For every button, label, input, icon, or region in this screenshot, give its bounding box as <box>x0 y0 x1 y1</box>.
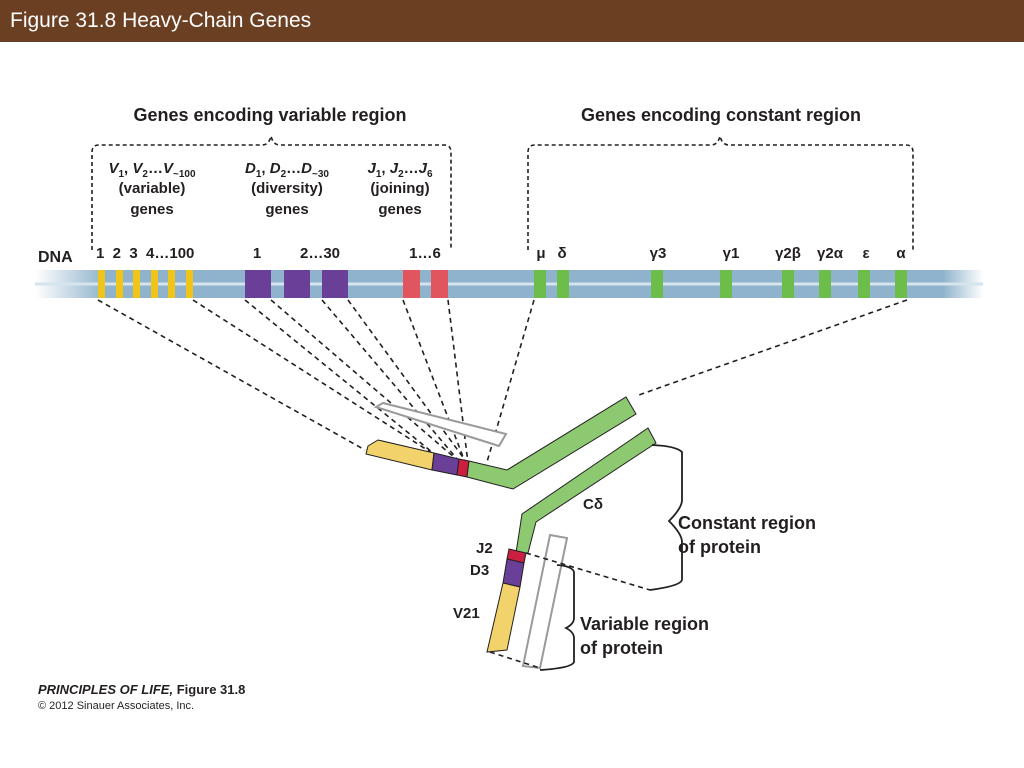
heavy-chain-upper <box>365 396 637 490</box>
c-delta-label: Cδ <box>583 496 603 513</box>
c-gene-label-gamma3: γ3 <box>650 245 667 262</box>
d-domain-lower <box>502 558 525 588</box>
j-genes-label-line2: (joining) <box>370 180 429 197</box>
c-gene-label-mu: μ <box>536 245 545 262</box>
v-gene-segment <box>151 270 158 298</box>
book-figure-number: Figure 31.8 <box>176 682 246 697</box>
j-genes-label-line1: J1, J2…J6 <box>367 160 433 180</box>
d3-label: D3 <box>470 562 489 579</box>
variable-brace <box>91 135 452 250</box>
copyright: © 2012 Sinauer Associates, Inc. <box>38 700 195 712</box>
c-gene-segments <box>534 270 907 298</box>
v-genes-label-line3: genes <box>130 201 173 218</box>
c-gene-segment-mu <box>534 270 546 298</box>
heavy-chain-lower <box>486 427 657 670</box>
c-gene-label-gamma2a: γ2α <box>817 245 844 262</box>
c-gene-segment-gamma3 <box>651 270 663 298</box>
c-gene-label-gamma2b: γ2β <box>775 245 801 262</box>
v-gene-segment <box>168 270 175 298</box>
c-gene-label-epsilon: ε <box>862 245 869 262</box>
figure-title: Figure 31.8 Heavy-Chain Genes <box>10 9 312 32</box>
c-gene-label-alpha: α <box>896 245 906 262</box>
j-gene-numbers: 1…6 <box>409 245 441 262</box>
constant-region-label-line2: of protein <box>678 537 761 557</box>
v-gene-numbers: 1 2 3 4…100 <box>96 245 194 262</box>
d-genes-label-line1: D1, D2…D~30 <box>245 160 329 180</box>
dna-label: DNA <box>38 249 73 266</box>
constant-region-heading: Genes encoding constant region <box>581 105 861 125</box>
v-genes-label-line2: (variable) <box>119 180 186 197</box>
c-gene-segment-gamma2b <box>782 270 794 298</box>
c-gene-segment-gamma1 <box>720 270 732 298</box>
light-chain-outline-lower <box>521 533 569 670</box>
d-genes-label-line2: (diversity) <box>251 180 323 197</box>
c-gene-label-gamma1: γ1 <box>723 245 740 262</box>
variable-region-label-line2: of protein <box>580 638 663 658</box>
d-gene-numbers-2-30: 2…30 <box>300 245 340 262</box>
variable-domain-lower <box>486 582 521 653</box>
c-gene-segment-alpha <box>895 270 907 298</box>
constant-domain-lower <box>515 427 657 554</box>
v-gene-segment <box>98 270 105 298</box>
v-gene-segment <box>133 270 140 298</box>
j-gene-segment <box>403 270 420 298</box>
v-gene-segment <box>186 270 193 298</box>
constant-region-label-line1: Constant region <box>678 513 816 533</box>
constant-region-bracket <box>649 444 683 591</box>
v-gene-segment <box>116 270 123 298</box>
constant-domain-upper <box>466 396 637 490</box>
c-gene-segment-delta <box>557 270 569 298</box>
c-gene-label-delta: δ <box>557 245 566 262</box>
c-gene-segment-epsilon <box>858 270 870 298</box>
light-chain-outline-upper <box>373 401 508 448</box>
j-gene-segment <box>431 270 448 298</box>
variable-region-heading: Genes encoding variable region <box>133 105 406 125</box>
title-bar: Figure 31.8 Heavy-Chain Genes <box>0 0 1024 42</box>
d-gene-segment <box>284 270 310 298</box>
v21-label: V21 <box>453 605 480 622</box>
projection-lines <box>97 299 908 464</box>
constant-region-dashed <box>525 552 651 591</box>
d-gene-number-1: 1 <box>253 245 261 262</box>
constant-brace <box>527 135 914 250</box>
book-credit: PRINCIPLES OF LIFE, Figure 31.8 <box>38 682 245 697</box>
variable-region-label-line1: Variable region <box>580 614 709 634</box>
d-genes-label-line3: genes <box>265 201 308 218</box>
v-gene-segments <box>98 270 193 298</box>
j-genes-label-line3: genes <box>378 201 421 218</box>
d-gene-segments <box>245 270 348 298</box>
j-gene-segments <box>403 270 448 298</box>
variable-region-bracket <box>539 564 575 671</box>
j2-label: J2 <box>476 540 493 557</box>
v-genes-label-line1: V1, V2…V~100 <box>108 160 195 180</box>
c-gene-segment-gamma2a <box>819 270 831 298</box>
d-domain-upper <box>431 452 460 476</box>
d-gene-segment <box>322 270 348 298</box>
d-gene-segment <box>245 270 271 298</box>
book-title: PRINCIPLES OF LIFE, <box>38 682 174 697</box>
